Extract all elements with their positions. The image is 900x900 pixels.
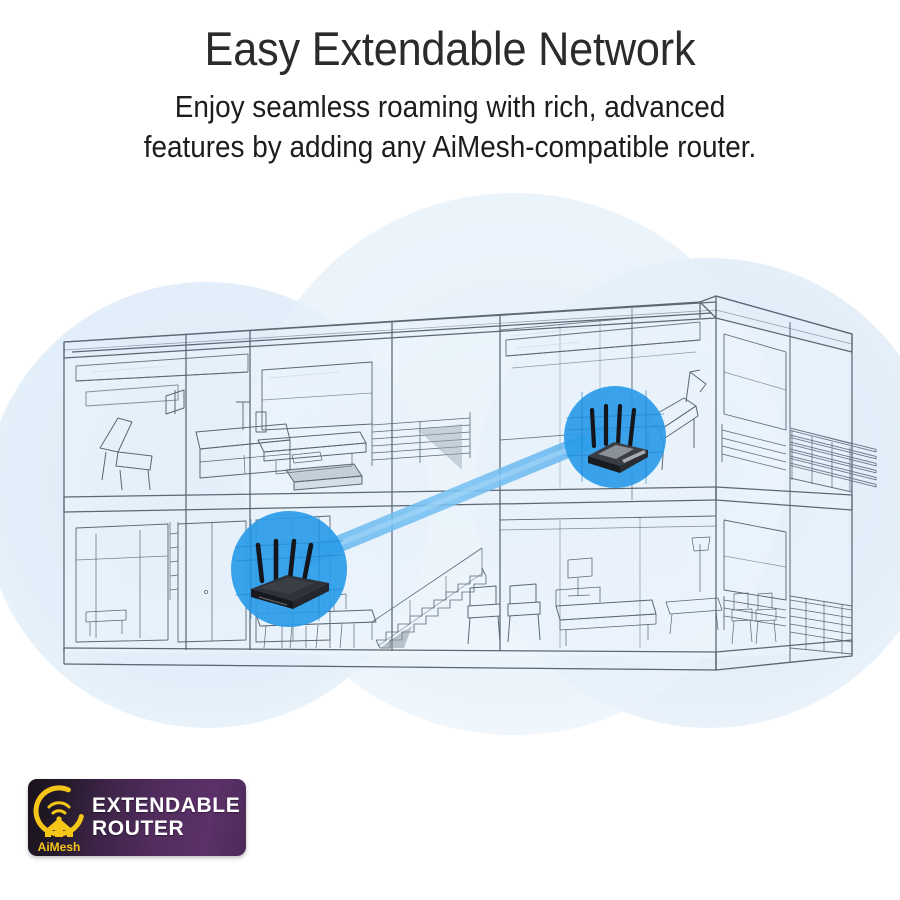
subtitle-line-1: Enjoy seamless roaming with rich, advanc…: [174, 88, 726, 124]
wall-tv-upper: [165, 389, 185, 415]
shelving-lower: [169, 522, 179, 600]
badge-line-1: EXTENDABLE: [92, 793, 241, 817]
lower-terrace: [715, 592, 853, 671]
badge-text: EXTENDABLE ROUTER: [90, 793, 241, 840]
aimesh-extendable-router-badge: AiMesh EXTENDABLE ROUTER: [28, 779, 246, 856]
building-structure: [63, 295, 877, 671]
armchairs-lower: [467, 583, 541, 645]
glass-reflections: [91, 327, 589, 379]
lounge-chair-upper: [99, 417, 153, 491]
router-device-lower: [251, 538, 329, 609]
console-upper: [285, 463, 363, 491]
kitchen-counter-upper: [257, 431, 367, 475]
aimesh-logo: AiMesh: [28, 779, 90, 856]
subtitle-line-2: features by adding any AiMesh-compatible…: [143, 129, 757, 165]
page-title: Easy Extendable Network: [204, 22, 696, 75]
stair-balustrade-upper: [371, 412, 471, 466]
router-bubble-upper: [562, 384, 668, 490]
page-subtitle: Enjoy seamless roaming with rich, advanc…: [45, 87, 855, 168]
upper-balcony: [721, 424, 877, 493]
upper-floor-interior: [75, 317, 787, 495]
headline-block: Easy Extendable Network Enjoy seamless r…: [0, 22, 900, 168]
lower-floor-interior: [75, 515, 787, 649]
patio-chairs: [731, 592, 777, 645]
interior-tint: [64, 318, 848, 658]
mesh-backhaul-beam: [296, 424, 614, 568]
router-device-upper: [588, 403, 648, 473]
badge-line-2: ROUTER: [92, 816, 185, 840]
router-bubble-lower: [229, 509, 349, 629]
aimesh-logo-label: AiMesh: [38, 840, 81, 854]
